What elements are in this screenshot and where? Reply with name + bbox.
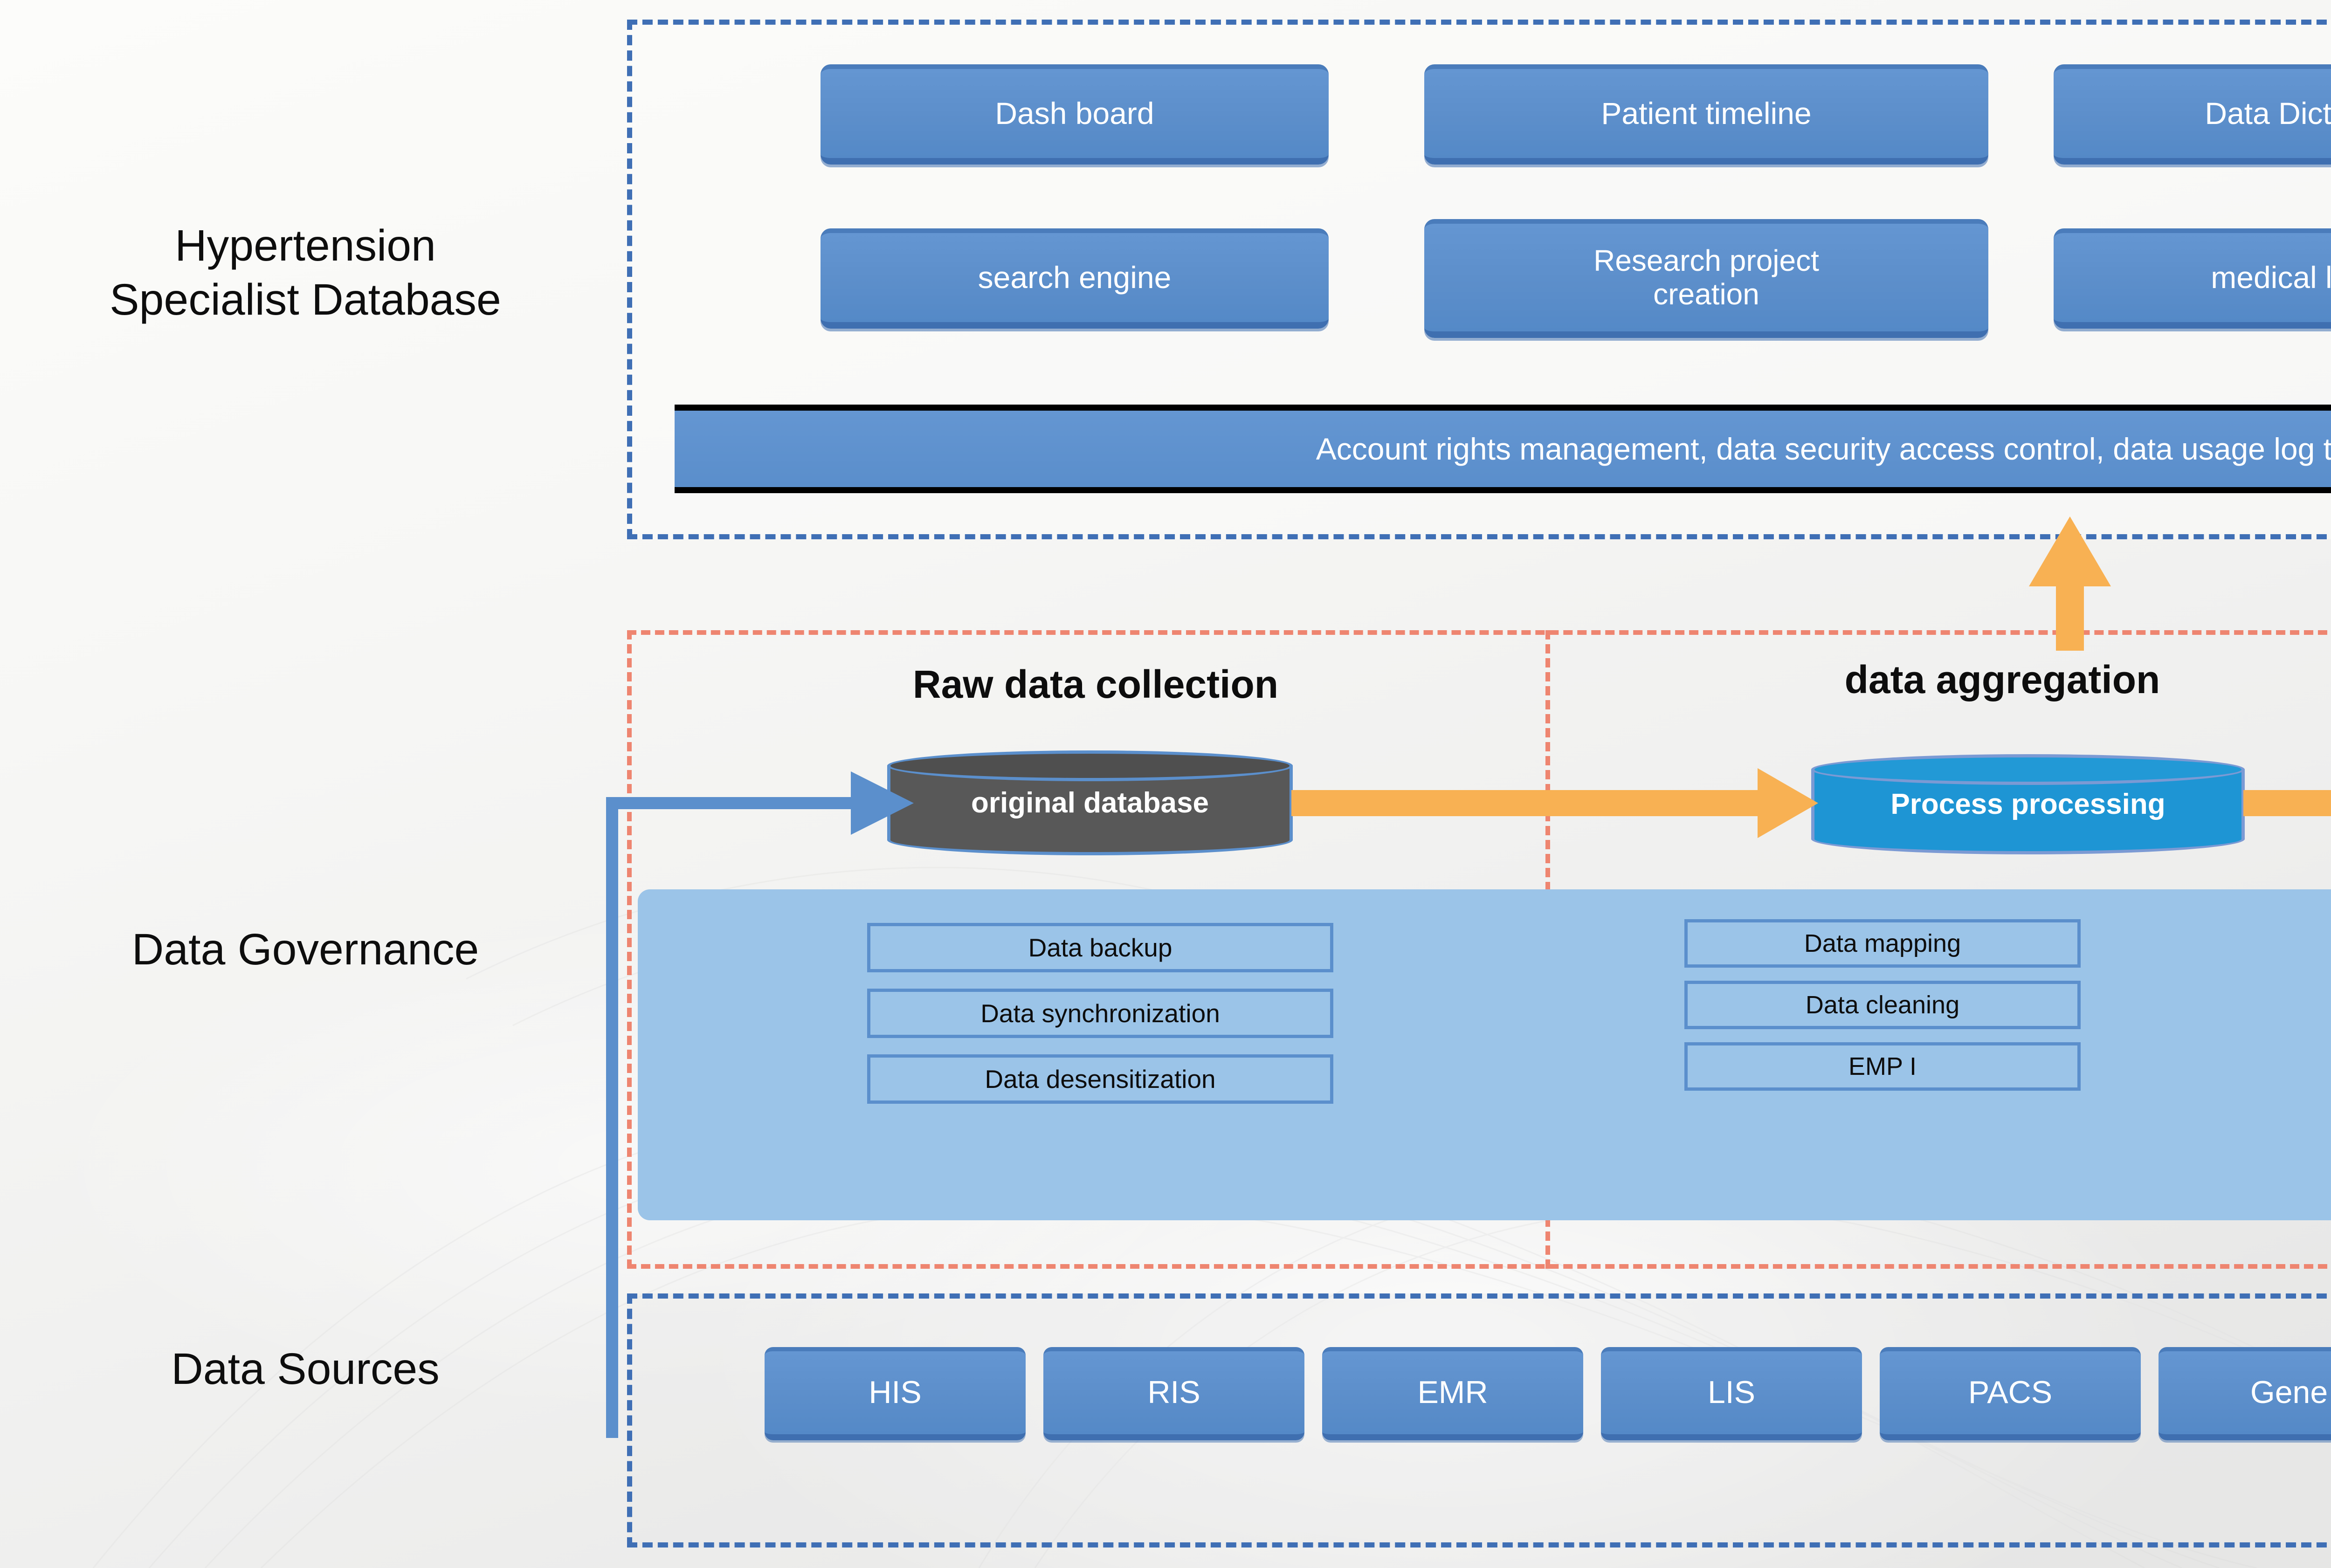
rail-label-governance: Data Governance	[131, 925, 479, 974]
app-button-medical-library[interactable]: medical library	[2054, 228, 2331, 329]
application-button-row-2: search engine Research project creation …	[821, 219, 2331, 338]
governance-item-data-desensitization[interactable]: Data desensitization	[867, 1054, 1333, 1104]
application-button-row-1: Dash board Patient timeline Data Diction…	[821, 64, 2331, 165]
data-source-button-row: HIS RIS EMR LIS PACS Gene Nurse system O…	[765, 1347, 2331, 1440]
security-governance-banner: Account rights management, data security…	[675, 405, 2331, 493]
governance-item-data-mapping[interactable]: Data mapping	[1684, 919, 2081, 968]
source-button-emr[interactable]: EMR	[1322, 1347, 1583, 1440]
source-button-his[interactable]: HIS	[765, 1347, 1026, 1440]
rail-label-application: Hypertension Specialist Database	[110, 221, 501, 324]
source-button-pacs[interactable]: PACS	[1880, 1347, 2141, 1440]
governance-item-data-cleaning[interactable]: Data cleaning	[1684, 981, 2081, 1029]
cylinder-label-original-database: original database	[971, 787, 1209, 819]
cylinder-top	[1811, 754, 2245, 785]
app-button-data-dictionary[interactable]: Data Dictionary	[2054, 64, 2331, 165]
app-button-dash-board[interactable]: Dash board	[821, 64, 1329, 165]
database-cylinder-original[interactable]: original database	[887, 750, 1293, 855]
governance-item-data-synchronization[interactable]: Data synchronization	[867, 989, 1333, 1038]
app-button-research-project-creation[interactable]: Research project creation	[1424, 219, 1988, 338]
rail-label-data-sources: Data Sources	[171, 1344, 440, 1394]
source-button-gene[interactable]: Gene	[2159, 1347, 2331, 1440]
app-button-patient-timeline[interactable]: Patient timeline	[1424, 64, 1988, 165]
governance-title-raw-data-collection: Raw data collection	[912, 662, 1279, 706]
governance-column-raw-data-collection: Data backup Data synchronization Data de…	[867, 923, 1333, 1104]
governance-column-data-aggregation: Data mapping Data cleaning EMP I	[1684, 919, 2081, 1091]
app-button-search-engine[interactable]: search engine	[821, 228, 1329, 329]
governance-item-empi[interactable]: EMP I	[1684, 1042, 2081, 1091]
governance-item-data-backup[interactable]: Data backup	[867, 923, 1333, 972]
database-cylinder-process-processing[interactable]: Process processing	[1811, 754, 2245, 854]
source-button-lis[interactable]: LIS	[1601, 1347, 1862, 1440]
source-button-ris[interactable]: RIS	[1043, 1347, 1304, 1440]
governance-title-data-aggregation: data aggregation	[1844, 658, 2160, 701]
cylinder-top	[887, 750, 1293, 781]
cylinder-label-process-processing: Process processing	[1890, 788, 2165, 820]
